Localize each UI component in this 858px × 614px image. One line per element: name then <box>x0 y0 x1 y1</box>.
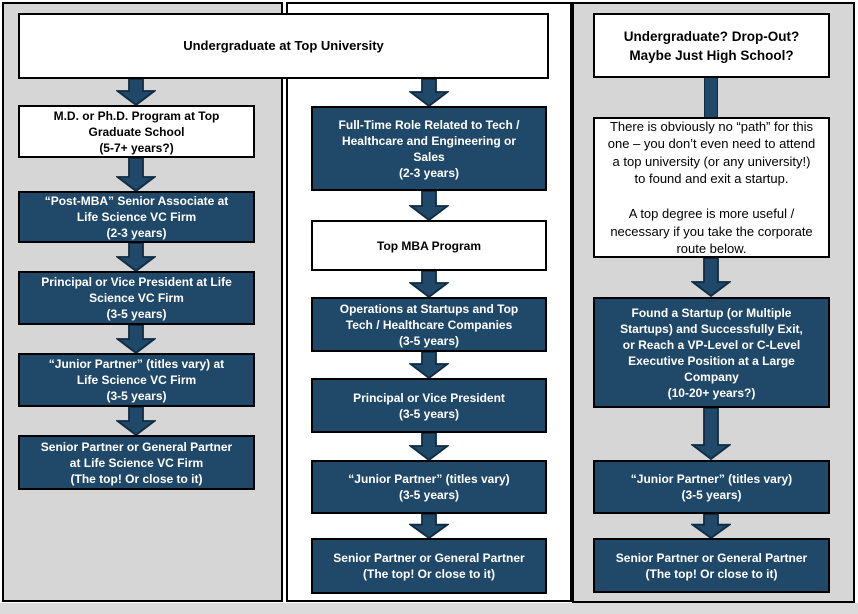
down-arrow <box>691 513 731 539</box>
page-bottom-strip <box>0 603 858 614</box>
box-label: Found a Startup (or Multiple Startups) a… <box>620 305 803 400</box>
box-no-path-note: There is obviously no “path” for this on… <box>593 117 830 258</box>
down-arrow <box>409 513 449 539</box>
box-label: Principal or Vice President at Life Scie… <box>41 275 232 321</box>
box-senior-partner-mid: Senior Partner or General Partner (The t… <box>311 538 547 594</box>
down-arrow <box>409 78 449 107</box>
box-junior-partner-mid: “Junior Partner” (titles vary) (3-5 year… <box>311 460 547 514</box>
down-arrow <box>409 351 449 379</box>
down-arrow <box>409 432 449 461</box>
box-label: Full-Time Role Related to Tech / Healthc… <box>338 117 520 180</box>
box-found-startup-exit: Found a Startup (or Multiple Startups) a… <box>593 297 830 408</box>
box-senior-partner-right: Senior Partner or General Partner (The t… <box>593 538 830 593</box>
box-label: Undergraduate at Top University <box>183 38 384 53</box>
down-arrow <box>116 78 156 106</box>
box-label: Senior Partner or General Partner (The t… <box>615 550 808 581</box>
note-text: There is obviously no “path” for this on… <box>607 118 816 257</box>
down-arrow <box>116 324 156 354</box>
box-label: Operations at Startups and Top Tech / He… <box>339 301 519 348</box>
box-label: “Junior Partner” (titles vary) at Life S… <box>48 357 225 403</box>
box-label: M.D. or Ph.D. Program at Top Graduate Sc… <box>53 108 220 155</box>
down-arrow <box>691 407 731 460</box>
box-principal-vp-mid: Principal or Vice President (3-5 years) <box>311 378 547 433</box>
box-undergrad-dropout-highschool: Undergraduate? Drop-Out? Maybe Just High… <box>593 13 830 78</box>
box-full-time-role-tech: Full-Time Role Related to Tech / Healthc… <box>311 106 547 191</box>
down-arrow <box>116 406 156 436</box>
box-undergraduate-top-university: Undergraduate at Top University <box>18 13 549 79</box>
box-junior-partner-life-science: “Junior Partner” (titles vary) at Life S… <box>18 353 255 407</box>
box-label: Senior Partner or General Partner at Lif… <box>40 439 233 486</box>
down-arrow <box>691 257 731 297</box>
down-arrow <box>409 190 449 221</box>
box-label: “Junior Partner” (titles vary) (3-5 year… <box>348 472 510 502</box>
box-post-mba-senior-associate: “Post-MBA” Senior Associate at Life Scie… <box>18 191 255 243</box>
down-arrow <box>116 242 156 272</box>
box-label: Principal or Vice President (3-5 years) <box>353 390 505 421</box>
box-label: “Junior Partner” (titles vary) (3-5 year… <box>630 472 793 502</box>
box-senior-partner-life-science: Senior Partner or General Partner at Lif… <box>18 435 255 490</box>
box-label: Top MBA Program <box>377 238 481 253</box>
box-principal-vp-life-science: Principal or Vice President at Life Scie… <box>18 271 255 325</box>
down-arrow <box>116 157 156 192</box>
box-md-phd-program: M.D. or Ph.D. Program at Top Graduate Sc… <box>18 105 255 158</box>
box-top-mba-program: Top MBA Program <box>311 220 547 271</box>
vertical-connector-bar <box>704 77 718 118</box>
box-label: “Post-MBA” Senior Associate at Life Scie… <box>44 194 229 240</box>
box-label: Senior Partner or General Partner (The t… <box>333 551 525 581</box>
down-arrow <box>409 270 449 298</box>
box-operations-startups: Operations at Startups and Top Tech / He… <box>311 297 547 352</box>
box-junior-partner-right: “Junior Partner” (titles vary) (3-5 year… <box>593 460 830 514</box>
box-label: Undergraduate? Drop-Out? Maybe Just High… <box>623 28 800 63</box>
